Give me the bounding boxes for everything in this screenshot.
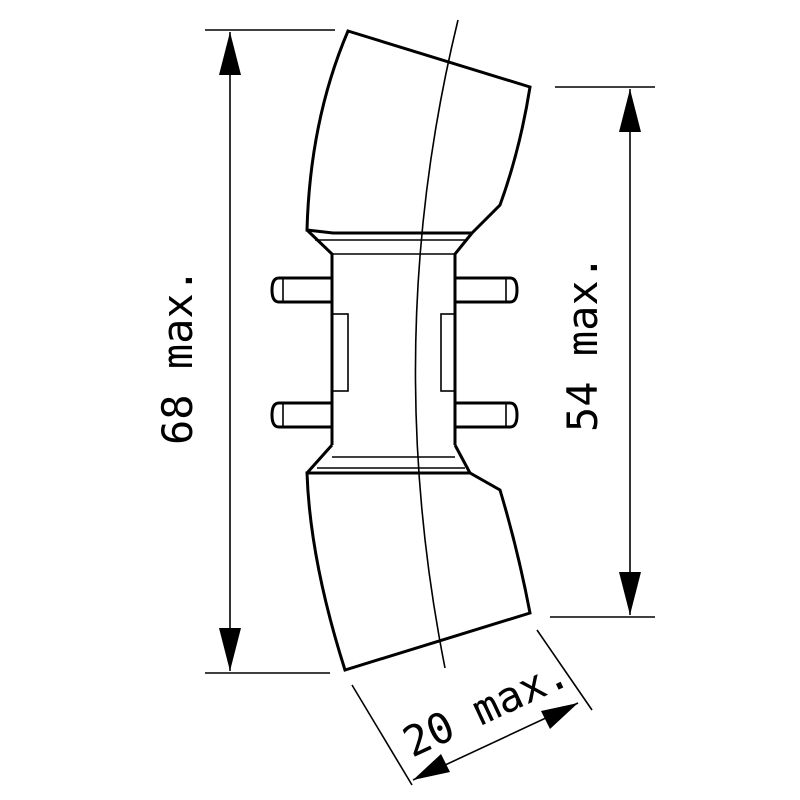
overall-height-label: 68 max.: [153, 268, 202, 445]
dimension-width: 20 max.: [396, 648, 579, 781]
upper-housing: [305, 29, 532, 235]
inner-height-label: 54 max.: [558, 255, 607, 432]
width-label: 20 max.: [396, 648, 577, 767]
central-body: [330, 254, 457, 445]
lower-housing: [305, 471, 532, 672]
pin-top-left: [270, 276, 332, 304]
center-line: [414, 19, 459, 669]
extension-lines: [205, 29, 655, 786]
lower-collar: [305, 444, 472, 474]
pin-bottom-left: [270, 401, 332, 429]
dimension-inner-height: 54 max.: [558, 89, 641, 615]
dimension-overall-height: 68 max.: [153, 32, 241, 671]
pin-top-right: [455, 276, 519, 304]
pin-bottom-right: [455, 401, 519, 429]
